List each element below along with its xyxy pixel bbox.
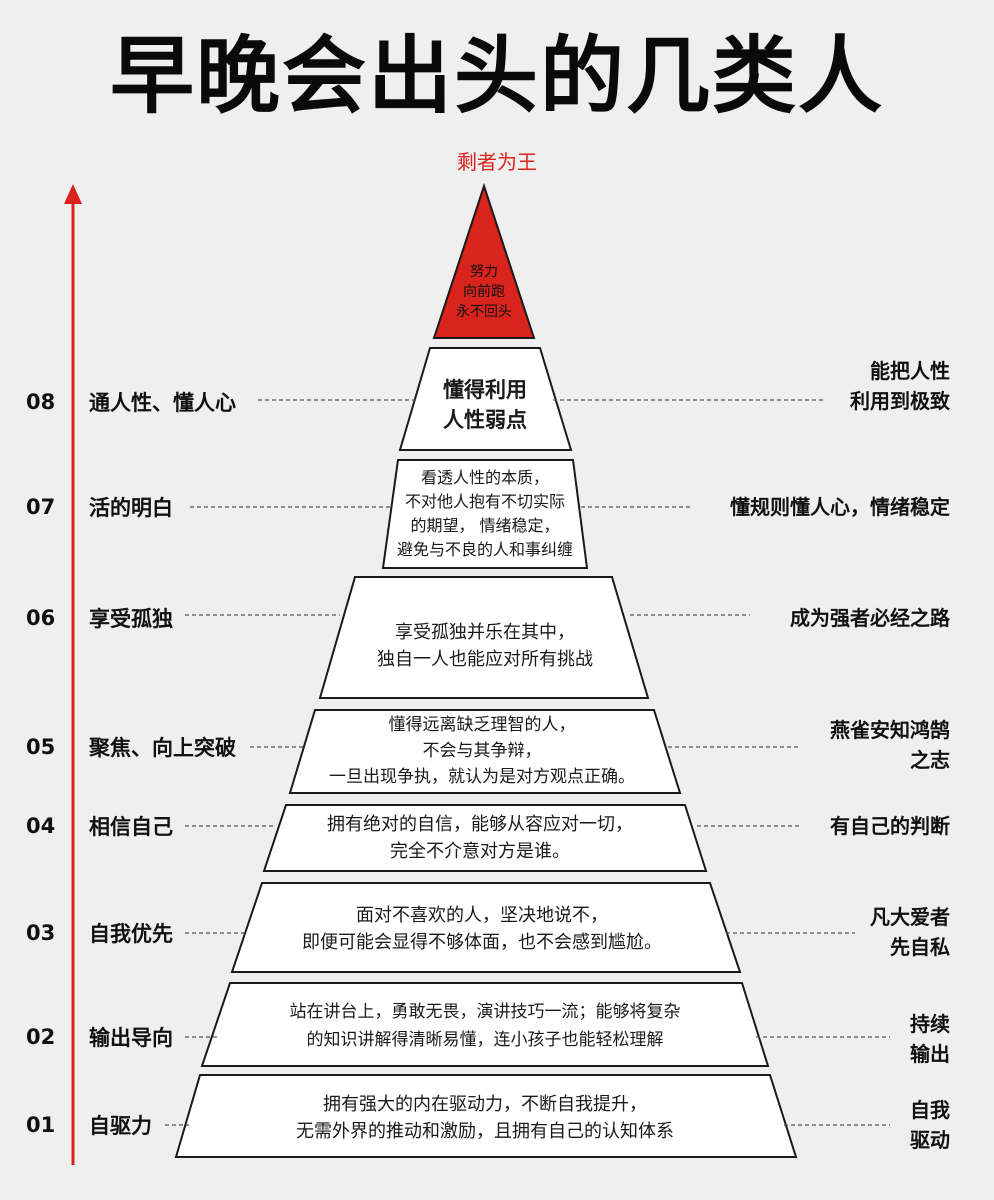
level-inner-text: 懂得远离缺乏理智的人， 不会与其争辩， 一旦出现争执，就认为是对方观点正确。 <box>329 712 635 790</box>
right-line: 成为强者必经之路 <box>790 606 950 630</box>
inner-line: 一旦出现争执，就认为是对方观点正确。 <box>329 767 635 787</box>
right-line: 有自己的判断 <box>830 814 950 838</box>
level-number: 02 <box>26 1025 56 1049</box>
level-number: 08 <box>26 390 56 414</box>
pyramid-tier <box>262 804 708 872</box>
summit-text-line: 永不回头 <box>456 304 512 320</box>
right-line: 自我 <box>910 1098 950 1122</box>
pyramid-tier <box>381 459 589 569</box>
pyramid-tier <box>288 709 682 794</box>
right-line: 驱动 <box>910 1128 950 1152</box>
pyramid-tier <box>230 882 742 973</box>
summit-text-line: 向前跑 <box>463 284 505 300</box>
inner-line: 即便可能会显得不够体面，也不会感到尴尬。 <box>302 932 662 953</box>
inner-line: 的期望， 情绪稳定， <box>410 516 560 535</box>
level-inner-text: 懂得利用 人性弱点 <box>443 375 527 435</box>
level-number: 06 <box>26 606 56 630</box>
level-right-label: 凡大爱者 先自私 <box>870 902 950 962</box>
inner-line: 无需外界的推动和激励，且拥有自己的认知体系 <box>296 1121 674 1142</box>
inner-line: 站在讲台上，勇敢无畏，演讲技巧一流；能够将复杂 <box>289 1002 681 1022</box>
inner-line: 懂得远离缺乏理智的人， <box>388 715 576 735</box>
summit-triangle <box>432 182 536 339</box>
level-right-label: 有自己的判断 <box>830 811 950 841</box>
level-right-label: 燕雀安知鸿鹄 之志 <box>830 715 950 775</box>
level-right-label: 懂规则懂人心，情绪稳定 <box>730 492 950 522</box>
level-inner-text: 享受孤独并乐在其中， 独自一人也能应对所有挑战 <box>377 619 593 673</box>
level-left-label: 享受孤独 <box>89 607 173 631</box>
right-line: 先自私 <box>890 935 950 959</box>
summit-label: 剩者为王 <box>457 150 537 174</box>
right-line: 凡大爱者 <box>870 905 950 929</box>
pyramid-tier <box>398 347 573 451</box>
right-line: 输出 <box>910 1042 950 1066</box>
level-left-label: 自驱力 <box>89 1114 152 1138</box>
level-inner-text: 看透人性的本质， 不对他人抱有不切实际 的期望， 情绪稳定， 避免与不良的人和事… <box>397 466 573 562</box>
inner-line: 避免与不良的人和事纠缠 <box>396 540 574 559</box>
inner-line: 享受孤独并乐在其中， <box>395 622 575 643</box>
level-right-label: 自我 驱动 <box>910 1095 950 1155</box>
level-inner-text: 面对不喜欢的人，坚决地说不， 即便可能会显得不够体面，也不会感到尴尬。 <box>302 902 662 956</box>
level-left-label: 自我优先 <box>89 922 173 946</box>
summit-text-line: 努力 <box>470 264 498 280</box>
level-right-label: 能把人性 利用到极致 <box>850 356 950 416</box>
inner-line: 看透人性的本质， <box>420 468 550 487</box>
summit-text: 努力 向前跑 永不回头 <box>434 262 534 322</box>
right-line: 燕雀安知鸿鹄 <box>830 718 950 742</box>
right-line: 利用到极致 <box>850 389 950 413</box>
level-left-label: 通人性、懂人心 <box>89 391 236 415</box>
inner-line: 面对不喜欢的人，坚决地说不， <box>356 905 608 926</box>
inner-line: 拥有强大的内在驱动力，不断自我提升， <box>323 1094 647 1115</box>
pyramid-tier <box>318 576 650 699</box>
level-inner-text: 站在讲台上，勇敢无畏，演讲技巧一流；能够将复杂 的知识讲解得清晰易懂，连小孩子也… <box>290 998 681 1054</box>
level-inner-text: 拥有绝对的自信，能够从容应对一切， 完全不介意对方是谁。 <box>327 811 633 865</box>
level-number: 04 <box>26 814 56 838</box>
pyramid-tier <box>174 1074 798 1158</box>
inner-line: 独自一人也能应对所有挑战 <box>377 649 593 670</box>
pyramid-tier <box>200 982 770 1067</box>
inner-line: 完全不介意对方是谁。 <box>390 841 570 862</box>
inner-line: 拥有绝对的自信，能够从容应对一切， <box>327 814 633 835</box>
level-left-label: 活的明白 <box>89 496 173 520</box>
level-left-label: 相信自己 <box>89 815 173 839</box>
level-inner-text: 拥有强大的内在驱动力，不断自我提升， 无需外界的推动和激励，且拥有自己的认知体系 <box>296 1091 674 1145</box>
right-line: 懂规则懂人心，情绪稳定 <box>730 495 950 519</box>
inner-line: 人性弱点 <box>443 408 527 432</box>
level-right-label: 持续 输出 <box>910 1009 950 1069</box>
level-left-label: 输出导向 <box>89 1026 173 1050</box>
inner-line: 的知识讲解得清晰易懂，连小孩子也能轻松理解 <box>306 1030 664 1050</box>
growth-arrow-head <box>64 184 82 204</box>
right-line: 之志 <box>910 748 950 772</box>
inner-line: 懂得利用 <box>443 378 527 402</box>
level-number: 03 <box>26 921 56 945</box>
page-title: 早晚会出头的几类人 <box>109 27 884 125</box>
level-number: 07 <box>26 495 56 519</box>
level-left-label: 聚焦、向上突破 <box>89 736 236 760</box>
inner-line: 不对他人抱有不切实际 <box>404 492 566 511</box>
inner-line: 不会与其争辩， <box>422 741 542 761</box>
level-right-label: 成为强者必经之路 <box>790 603 950 633</box>
level-number: 01 <box>26 1113 56 1137</box>
right-line: 持续 <box>910 1012 950 1036</box>
level-number: 05 <box>26 735 56 759</box>
right-line: 能把人性 <box>870 359 950 383</box>
